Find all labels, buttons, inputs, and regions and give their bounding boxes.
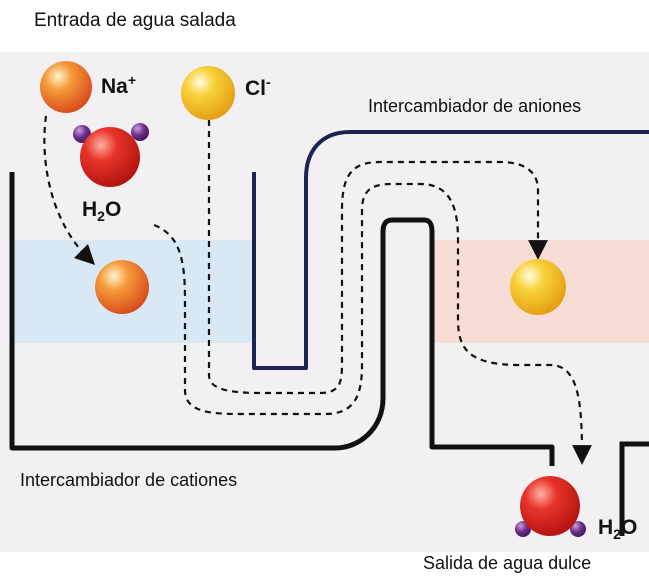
sodium-symbol: Na (101, 75, 128, 98)
water-molecule-outlet (515, 476, 586, 537)
chloride-symbol: Cl (245, 77, 266, 100)
water-formula-outlet: H2O (598, 516, 637, 542)
water-sub: 2 (97, 208, 105, 225)
sodium-charge: + (127, 72, 137, 88)
water-path-inner (153, 182, 592, 465)
chloride-formula: Cl- (245, 74, 271, 101)
outlet-wall (619, 441, 649, 536)
sodium-formula: Na+ (101, 72, 136, 99)
water-molecule-inlet (73, 123, 149, 187)
water-o: O (104, 198, 122, 221)
water-formula-inlet: H2O (82, 198, 121, 224)
chloride-ion-inlet (181, 66, 235, 120)
anion-exchanger-label: Intercambiador de aniones (368, 96, 582, 116)
saltwater-inlet-label: Entrada de agua salada (34, 10, 236, 31)
chloride-charge: - (266, 74, 271, 90)
freshwater-outlet-label: Salida de agua dulce (423, 553, 592, 573)
cation-exchanger-label: Intercambiador de cationes (20, 470, 238, 490)
water-h: H (82, 198, 98, 221)
cation-exchanger-wall (9, 172, 555, 466)
chloride-path-arrow (207, 120, 548, 395)
anion-exchanger-wall (252, 130, 649, 370)
sodium-ion-captured (95, 260, 149, 314)
water-h-outlet: H (598, 516, 614, 539)
water-sub-outlet: 2 (613, 526, 621, 543)
water-o-outlet: O (620, 516, 638, 539)
flow-paths (43, 115, 592, 465)
sodium-path-arrow (43, 115, 95, 266)
sodium-ion-inlet (40, 61, 92, 113)
chloride-ion-captured (510, 259, 566, 315)
